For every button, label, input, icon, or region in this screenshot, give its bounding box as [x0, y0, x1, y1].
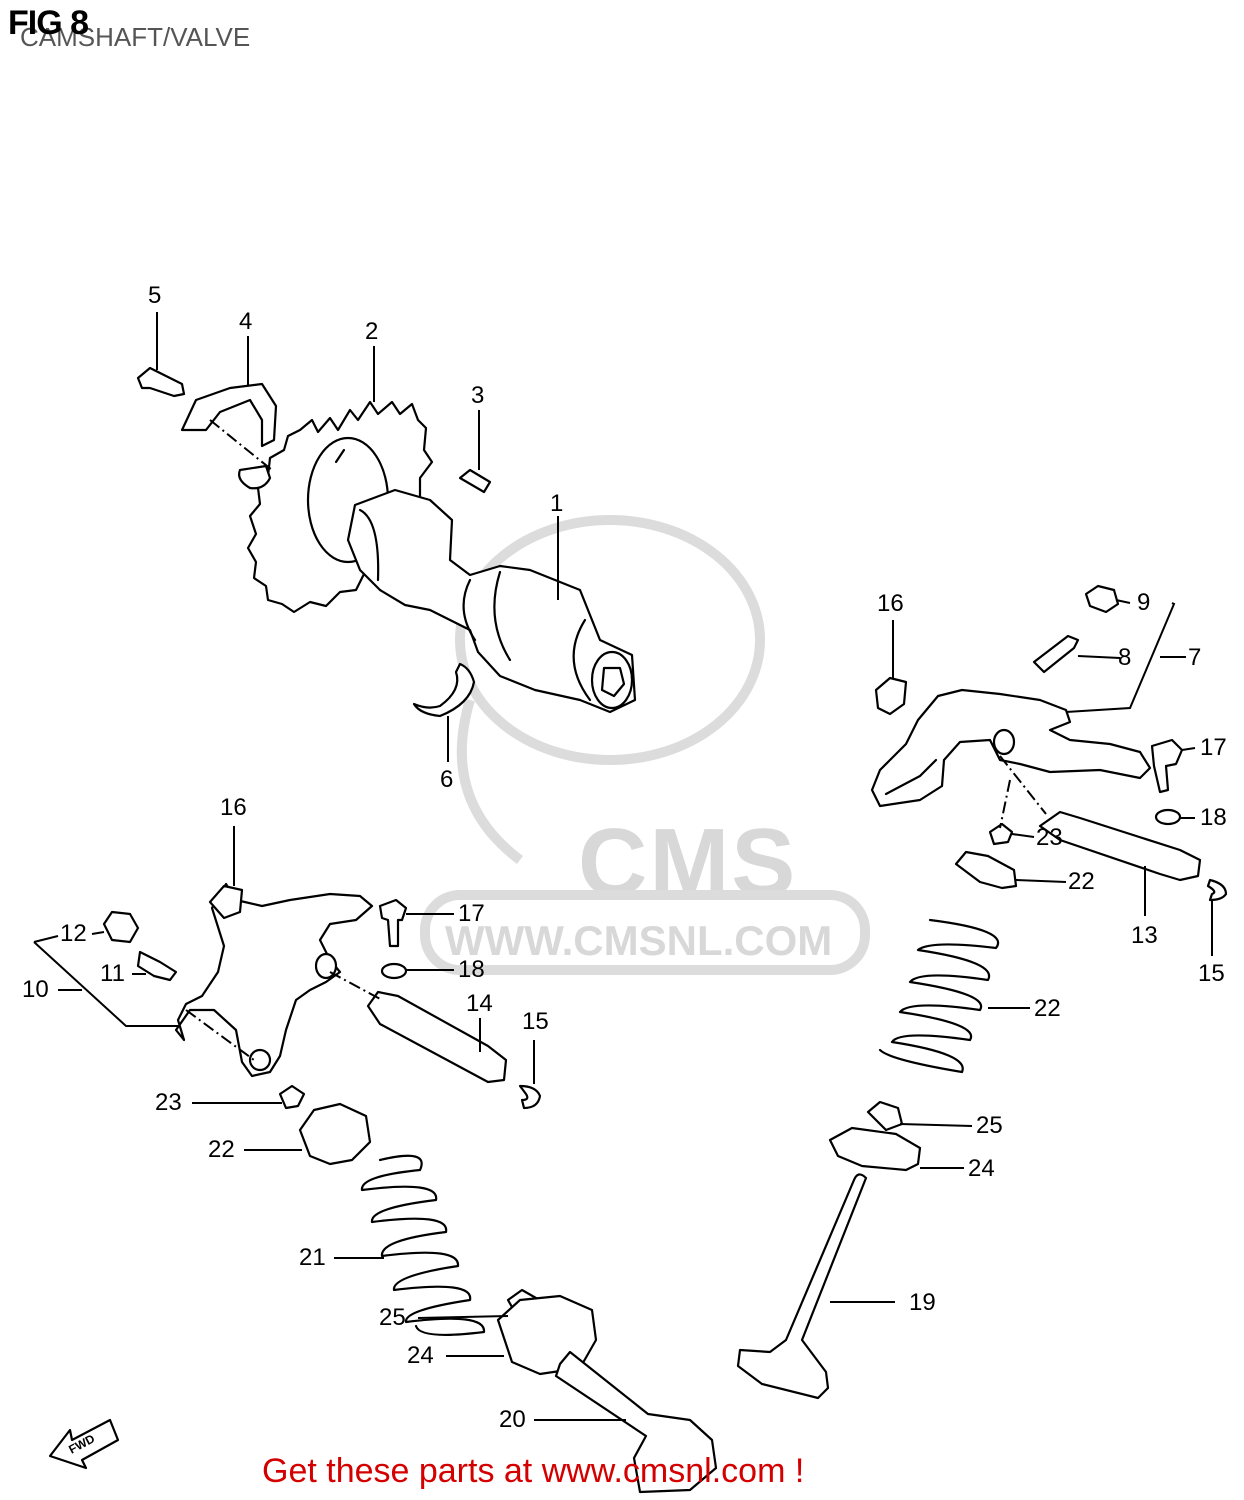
valve-exhaust	[736, 1173, 868, 1400]
callout-4: 4	[239, 308, 253, 335]
callout-17-left: 17	[458, 900, 485, 927]
callout-23-right: 23	[1036, 824, 1063, 851]
callout-21-right: 22	[1034, 995, 1061, 1022]
rocker-shaft-13	[1038, 810, 1202, 882]
callout-22-right: 22	[1068, 868, 1095, 895]
leader-lines	[33, 312, 1213, 1421]
nut-12	[102, 910, 140, 944]
callout-23-left: 23	[155, 1089, 182, 1116]
figure-subtitle: CAMSHAFT/VALVE	[20, 22, 251, 52]
watermark-url: WWW.CMSNL.COM	[445, 917, 833, 964]
callout-1: 1	[550, 490, 564, 517]
callout-15-right: 15	[1198, 960, 1225, 987]
bolt-5	[136, 366, 186, 398]
footer-link-text[interactable]: Get these parts at www.cmsnl.com !	[262, 1452, 805, 1490]
callout-24-right: 24	[968, 1155, 995, 1182]
o-ring	[412, 662, 476, 718]
callout-6: 6	[440, 766, 454, 793]
stopper-plate	[180, 382, 278, 448]
valve-spring-left	[360, 1154, 486, 1336]
rocker-arm-exhaust	[870, 688, 1152, 808]
callout-18-left: 18	[458, 956, 485, 983]
callout-22-left: 22	[208, 1136, 235, 1163]
callout-25-right: 25	[976, 1112, 1003, 1139]
callout-16-left: 16	[220, 794, 247, 821]
callout-25-left: 25	[379, 1304, 406, 1331]
callout-13: 13	[1131, 922, 1158, 949]
callout-18-right: 18	[1200, 804, 1227, 831]
callout-24-left: 24	[407, 1342, 434, 1369]
nut-9	[1084, 584, 1120, 614]
callout-17-right: 17	[1200, 734, 1227, 761]
callout-3: 3	[471, 382, 485, 409]
camshaft	[346, 488, 637, 714]
callout-8: 8	[1118, 644, 1132, 671]
callout-21-left: 21	[299, 1244, 326, 1271]
callout-19: 19	[909, 1289, 936, 1316]
dowel-pin	[458, 468, 492, 494]
rocker-shaft-14	[366, 990, 508, 1084]
figure-title: FIG 8	[8, 4, 89, 42]
callout-5: 5	[148, 282, 162, 309]
valve-spring-right	[878, 918, 999, 1074]
rocker-arm-intake	[174, 882, 374, 1078]
adjuster-screw-8	[1032, 634, 1080, 674]
callout-14: 14	[466, 990, 493, 1017]
callout-16-right: 16	[877, 590, 904, 617]
callout-7: 7	[1188, 644, 1202, 671]
callout-10: 10	[22, 976, 49, 1003]
callout-11: 11	[100, 960, 125, 987]
callout-9: 9	[1137, 589, 1151, 616]
fwd-arrow-icon	[48, 1418, 120, 1470]
watermark-logo	[420, 515, 870, 975]
callout-20: 20	[499, 1406, 526, 1433]
callout-2: 2	[365, 318, 379, 345]
callout-12: 12	[60, 920, 87, 947]
callout-15-left: 15	[522, 1008, 549, 1035]
valve-intake	[554, 1350, 718, 1494]
